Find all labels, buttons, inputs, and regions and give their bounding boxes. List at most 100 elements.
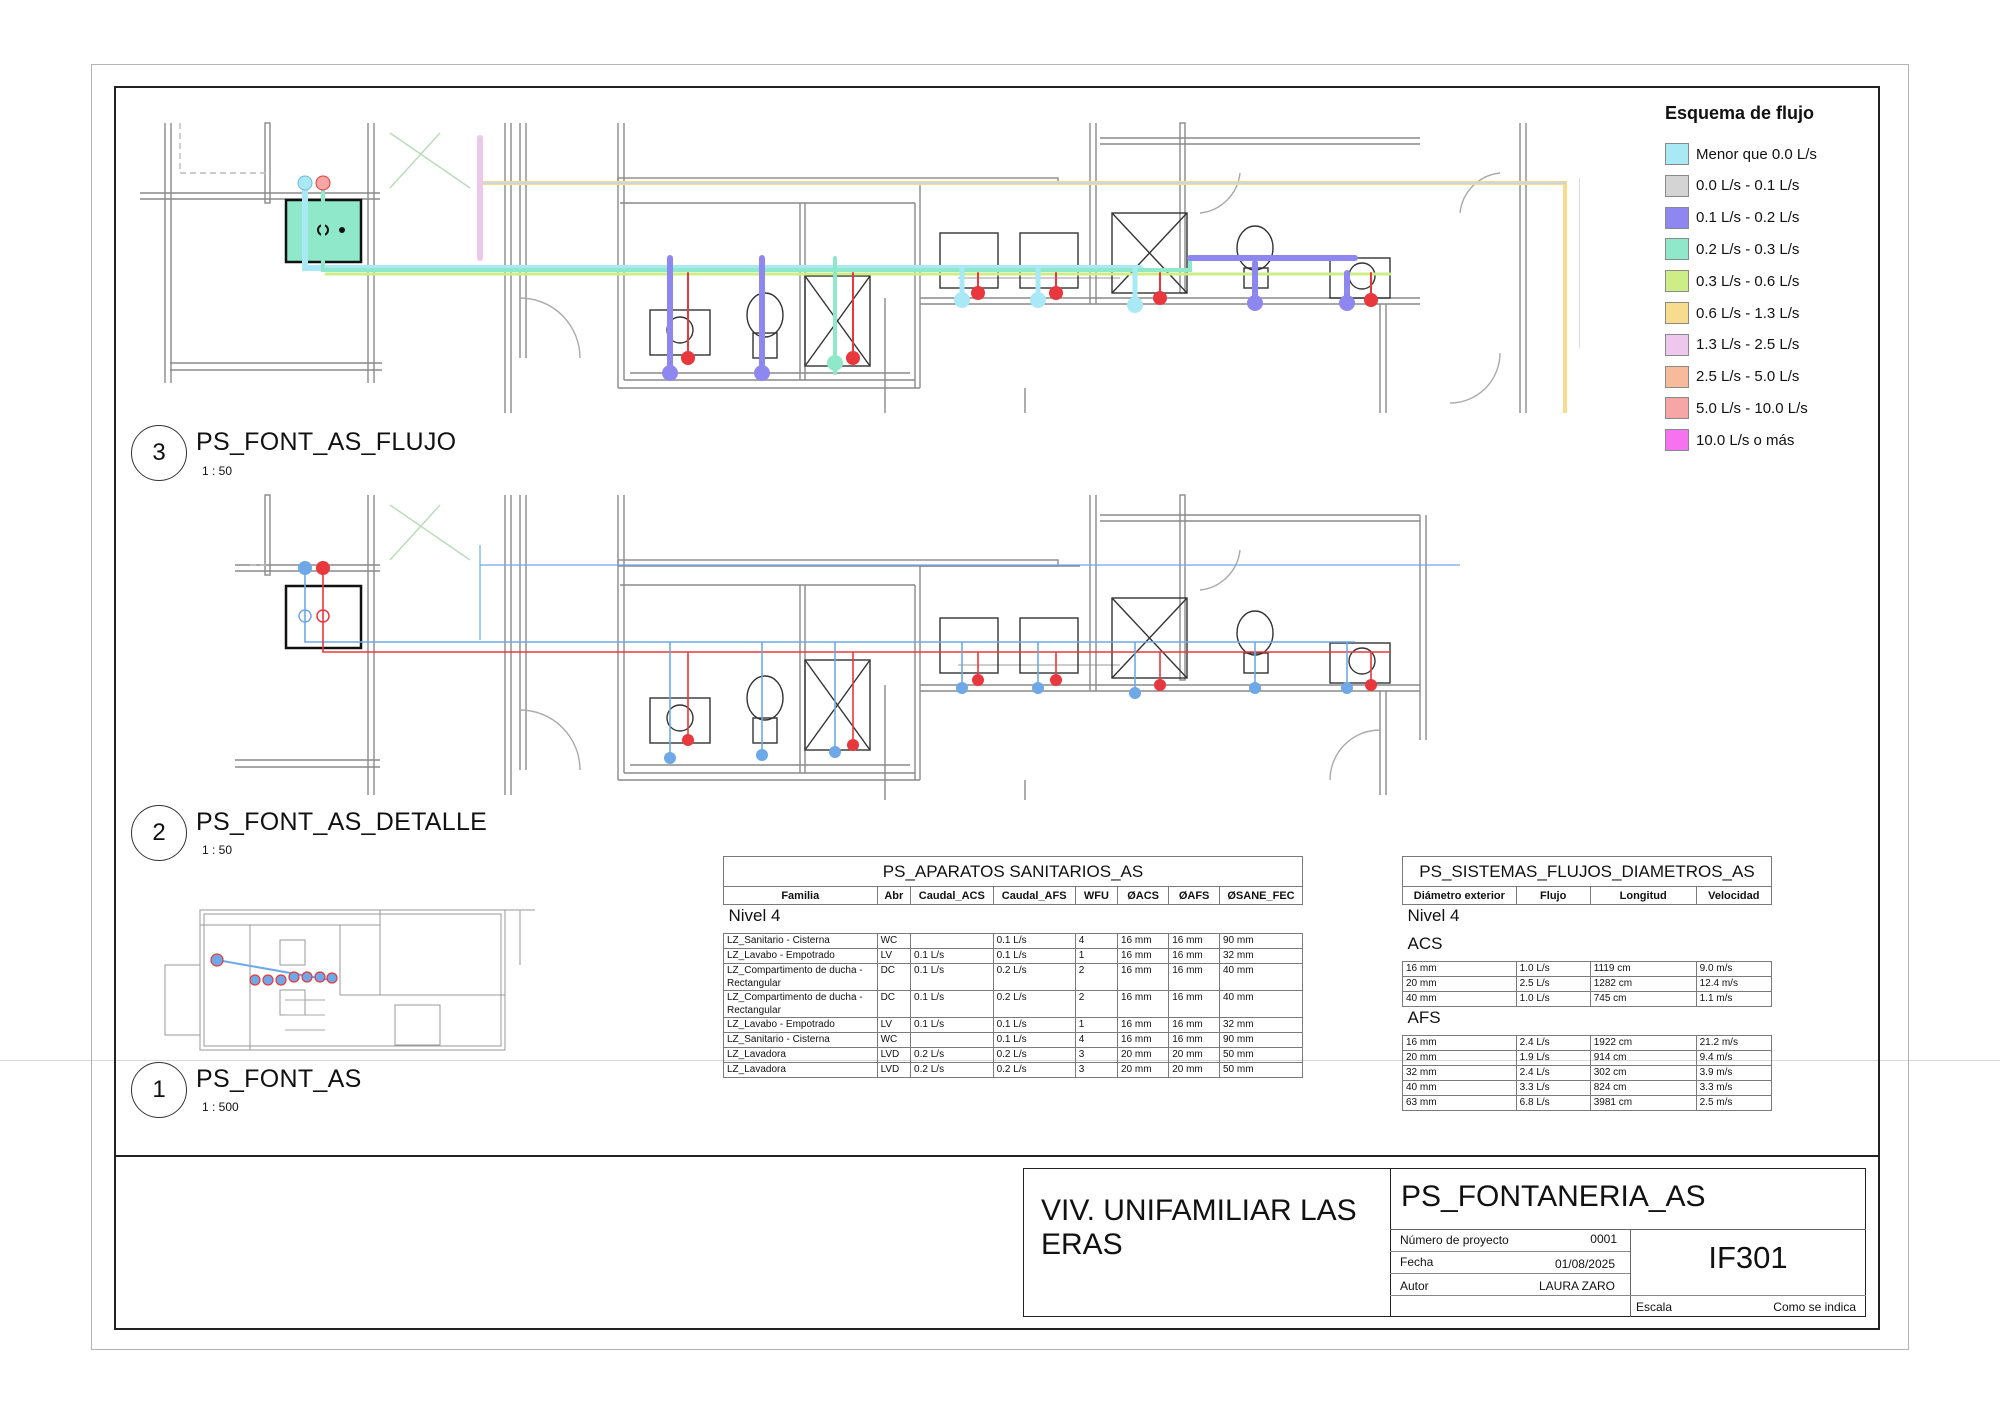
fixtures-column-header: ØAFS xyxy=(1168,886,1220,905)
legend-label: 0.3 L/s - 0.6 L/s xyxy=(1696,272,1800,290)
table-cell: LV xyxy=(876,948,912,964)
fixtures-column-header: WFU xyxy=(1074,886,1118,905)
table-cell: 1.0 L/s xyxy=(1515,961,1591,977)
project-number-value: 0001 xyxy=(1590,1232,1617,1246)
table-cell: 0.2 L/s xyxy=(992,990,1076,1018)
title-block-rule xyxy=(1630,1295,1866,1296)
table-cell: 16 mm xyxy=(1116,1017,1170,1033)
legend-swatch xyxy=(1665,206,1689,229)
legend-label: 0.2 L/s - 0.3 L/s xyxy=(1696,240,1800,258)
table-cell: 302 cm xyxy=(1589,1065,1697,1081)
legend-item: 0.6 L/s - 1.3 L/s xyxy=(1665,301,1799,325)
table-cell: 2.5 m/s xyxy=(1695,1095,1773,1111)
view-scale-flow: 1 : 50 xyxy=(202,464,233,478)
project-number-label: Número de proyecto xyxy=(1400,1233,1509,1247)
table-cell: 1.0 L/s xyxy=(1515,991,1591,1007)
table-cell: 50 mm xyxy=(1219,1047,1303,1063)
table-cell: 40 mm xyxy=(1219,990,1303,1018)
table-cell: 0.1 L/s xyxy=(910,990,994,1018)
legend-item: 5.0 L/s - 10.0 L/s xyxy=(1665,396,1808,420)
table-cell: 3.9 m/s xyxy=(1695,1065,1773,1081)
table-cell: LZ_Sanitario - Cisterna xyxy=(723,933,878,949)
table-cell: 0.2 L/s xyxy=(992,1062,1076,1078)
legend-swatch xyxy=(1665,333,1689,356)
table-cell: 6.8 L/s xyxy=(1515,1095,1591,1111)
table-cell: 0.1 L/s xyxy=(992,948,1076,964)
table-cell: 20 mm xyxy=(1116,1062,1170,1078)
table-cell: 2.4 L/s xyxy=(1515,1065,1591,1081)
table-cell: 0.1 L/s xyxy=(992,1032,1076,1048)
date-value: 01/08/2025 xyxy=(1554,1257,1615,1271)
legend-item: 0.2 L/s - 0.3 L/s xyxy=(1665,237,1799,261)
sheet-number: IF301 xyxy=(1708,1240,1788,1275)
table-cell: 32 mm xyxy=(1219,1017,1303,1033)
table-cell: 1 xyxy=(1074,948,1118,964)
systems-column-header: Longitud xyxy=(1589,886,1697,905)
table-cell: 20 mm xyxy=(1402,1050,1517,1066)
fixtures-column-header: Caudal_AFS xyxy=(992,886,1076,905)
legend-label: 0.0 L/s - 0.1 L/s xyxy=(1696,177,1800,195)
table-cell: 32 mm xyxy=(1219,948,1303,964)
legend-swatch xyxy=(1665,302,1689,324)
table-cell: 0.2 L/s xyxy=(992,1047,1076,1063)
table-cell: LZ_Compartimento de ducha - Rectangular xyxy=(723,963,878,991)
legend-label: 0.6 L/s - 1.3 L/s xyxy=(1696,304,1800,322)
legend-label: 2.5 L/s - 5.0 L/s xyxy=(1696,368,1800,386)
table-cell: 2 xyxy=(1074,963,1118,991)
legend-label: 5.0 L/s - 10.0 L/s xyxy=(1696,399,1808,417)
drawing-frame xyxy=(114,86,1880,1330)
table-cell: WC xyxy=(876,933,912,949)
legend-item: 1.3 L/s - 2.5 L/s xyxy=(1665,333,1799,357)
view-scale-key-plan: 1 : 500 xyxy=(202,1100,239,1114)
scale-value: Como se indica xyxy=(1773,1300,1856,1314)
systems-table-title: PS_SISTEMAS_FLUJOS_DIAMETROS_AS xyxy=(1402,856,1772,887)
systems-table-level: Nivel 4 xyxy=(1407,906,1460,925)
table-cell: 745 cm xyxy=(1589,991,1697,1007)
legend-swatch xyxy=(1665,270,1689,293)
date-label: Fecha xyxy=(1400,1255,1434,1269)
view-scale-detail: 1 : 50 xyxy=(202,843,233,857)
legend-label: 10.0 L/s o más xyxy=(1696,431,1795,449)
table-cell: 0.1 L/s xyxy=(992,1017,1076,1033)
systems-group-label: AFS xyxy=(1407,1008,1441,1027)
table-cell: LZ_Lavabo - Empotrado xyxy=(723,948,878,964)
title-block-rule xyxy=(1390,1251,1630,1252)
table-cell: 16 mm xyxy=(1168,948,1220,964)
table-cell: 0.1 L/s xyxy=(910,948,994,964)
fixtures-table-group: Nivel 4 xyxy=(728,906,781,925)
table-cell: 50 mm xyxy=(1219,1062,1303,1078)
legend-item: 2.5 L/s - 5.0 L/s xyxy=(1665,365,1799,389)
table-cell: 16 mm xyxy=(1116,933,1170,949)
table-cell: 0.1 L/s xyxy=(992,933,1076,949)
table-cell: LZ_Lavadora xyxy=(723,1047,878,1063)
table-cell: 0.2 L/s xyxy=(910,1047,994,1063)
table-cell: 40 mm xyxy=(1402,991,1517,1007)
legend-label: 0.1 L/s - 0.2 L/s xyxy=(1696,209,1800,227)
table-cell: DC xyxy=(876,963,912,991)
table-cell: 20 mm xyxy=(1168,1062,1220,1078)
table-cell: 21.2 m/s xyxy=(1695,1035,1773,1051)
table-cell: 40 mm xyxy=(1402,1080,1517,1096)
table-cell: 4 xyxy=(1074,1032,1118,1048)
legend-item: Menor que 0.0 L/s xyxy=(1665,142,1817,166)
table-cell: 1922 cm xyxy=(1589,1035,1697,1051)
scale-label: Escala xyxy=(1636,1300,1673,1314)
title-block-rule xyxy=(1390,1229,1866,1230)
table-cell: 9.0 m/s xyxy=(1695,961,1773,977)
table-cell: 3.3 m/s xyxy=(1695,1080,1773,1096)
legend-item: 10.0 L/s o más xyxy=(1665,428,1794,452)
table-cell: 40 mm xyxy=(1219,963,1303,991)
table-cell: 3 xyxy=(1074,1047,1118,1063)
table-cell: 16 mm xyxy=(1168,933,1220,949)
title-block-divider xyxy=(114,1155,1880,1157)
fixtures-column-header: ØACS xyxy=(1116,886,1170,905)
